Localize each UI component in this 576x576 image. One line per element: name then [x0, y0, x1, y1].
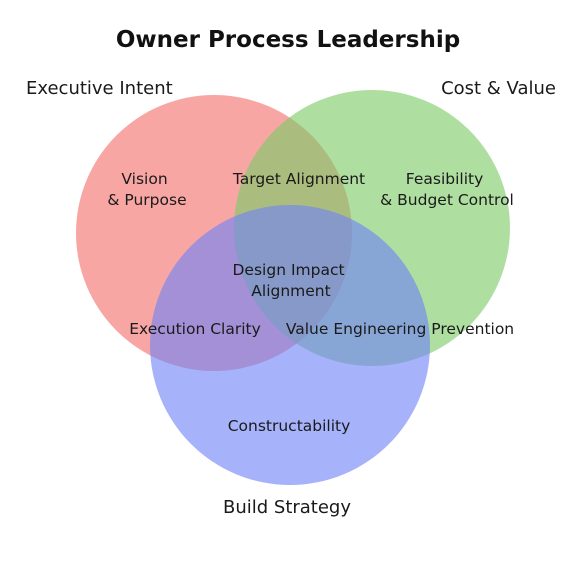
region-label-feasibility-budget: Feasibility & Budget Control	[380, 170, 514, 209]
region-label-constructability: Constructability	[228, 417, 351, 435]
diagram-title: Owner Process Leadership	[116, 27, 460, 53]
set-label-executive-intent: Executive Intent	[26, 78, 173, 99]
region-label-vision-purpose-line-1: Vision	[121, 170, 167, 188]
region-label-feasibility-budget-line-1: Feasibility	[406, 170, 484, 188]
region-label-design-impact-alignment: Design Impact Alignment	[233, 261, 350, 300]
set-label-cost-value: Cost & Value	[441, 78, 556, 99]
region-label-execution-clarity: Execution Clarity	[129, 320, 261, 338]
region-label-feasibility-budget-line-2: & Budget Control	[380, 191, 514, 209]
region-label-vision-purpose-line-2: & Purpose	[107, 191, 186, 209]
build-strategy-circle	[150, 205, 430, 485]
region-label-design-impact-alignment-line-1: Design Impact	[233, 261, 345, 279]
region-label-value-engineering-prevention: Value Engineering Prevention	[286, 320, 514, 338]
region-label-target-alignment: Target Alignment	[232, 170, 365, 188]
region-label-vision-purpose: Vision & Purpose	[107, 170, 186, 209]
set-label-build-strategy: Build Strategy	[223, 497, 351, 518]
region-label-design-impact-alignment-line-2: Alignment	[251, 282, 330, 300]
